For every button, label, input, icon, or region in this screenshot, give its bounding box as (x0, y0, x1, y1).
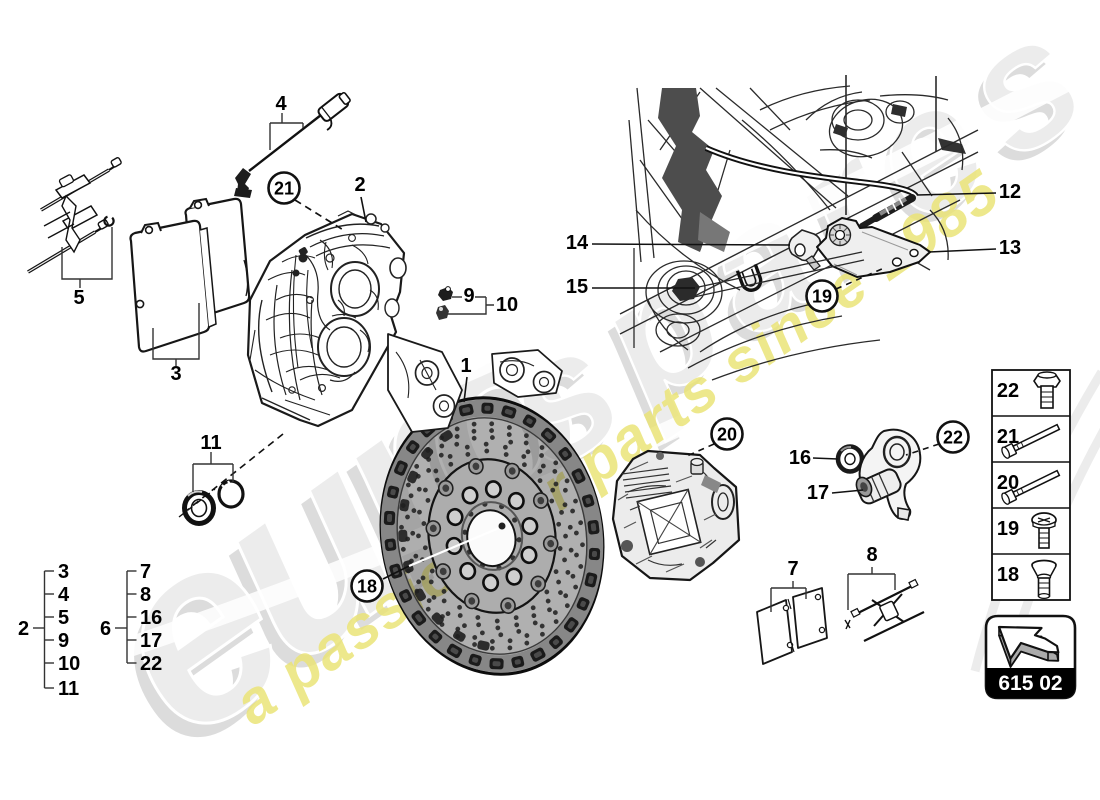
svg-text:1: 1 (460, 355, 471, 377)
svg-text:8: 8 (866, 544, 877, 566)
svg-text:5: 5 (58, 607, 69, 629)
svg-text:20: 20 (997, 472, 1019, 494)
svg-text:21: 21 (274, 179, 294, 199)
svg-text:15: 15 (566, 276, 588, 298)
svg-text:4: 4 (275, 93, 287, 115)
svg-text:3: 3 (58, 561, 69, 583)
svg-text:3: 3 (170, 363, 181, 385)
svg-text:18: 18 (997, 564, 1019, 586)
svg-text:10: 10 (496, 294, 518, 316)
svg-text:16: 16 (140, 607, 162, 629)
svg-text:12: 12 (999, 181, 1021, 203)
svg-text:22: 22 (943, 428, 963, 448)
svg-text:2: 2 (354, 174, 365, 196)
svg-text:21: 21 (997, 426, 1019, 448)
svg-text:4: 4 (58, 584, 70, 606)
svg-text:13: 13 (999, 237, 1021, 259)
svg-text:20: 20 (717, 425, 737, 445)
svg-text:17: 17 (140, 630, 162, 652)
svg-text:17: 17 (807, 482, 829, 504)
svg-text:9: 9 (58, 630, 69, 652)
svg-text:19: 19 (997, 518, 1019, 540)
svg-text:16: 16 (789, 447, 811, 469)
svg-text:9: 9 (463, 285, 474, 307)
svg-text:11: 11 (58, 678, 79, 700)
svg-text:14: 14 (566, 232, 589, 254)
svg-text:2: 2 (18, 618, 29, 640)
svg-text:7: 7 (140, 561, 151, 583)
svg-text:22: 22 (140, 653, 162, 675)
svg-text:18: 18 (357, 577, 377, 597)
svg-text:10: 10 (58, 653, 80, 675)
svg-text:6: 6 (100, 618, 111, 640)
svg-text:11: 11 (200, 432, 221, 454)
svg-text:615 02: 615 02 (998, 672, 1062, 695)
svg-text:5: 5 (73, 287, 84, 309)
svg-text:8: 8 (140, 584, 151, 606)
svg-text:19: 19 (812, 287, 832, 307)
svg-text:22: 22 (997, 380, 1019, 402)
svg-text:7: 7 (787, 558, 798, 580)
